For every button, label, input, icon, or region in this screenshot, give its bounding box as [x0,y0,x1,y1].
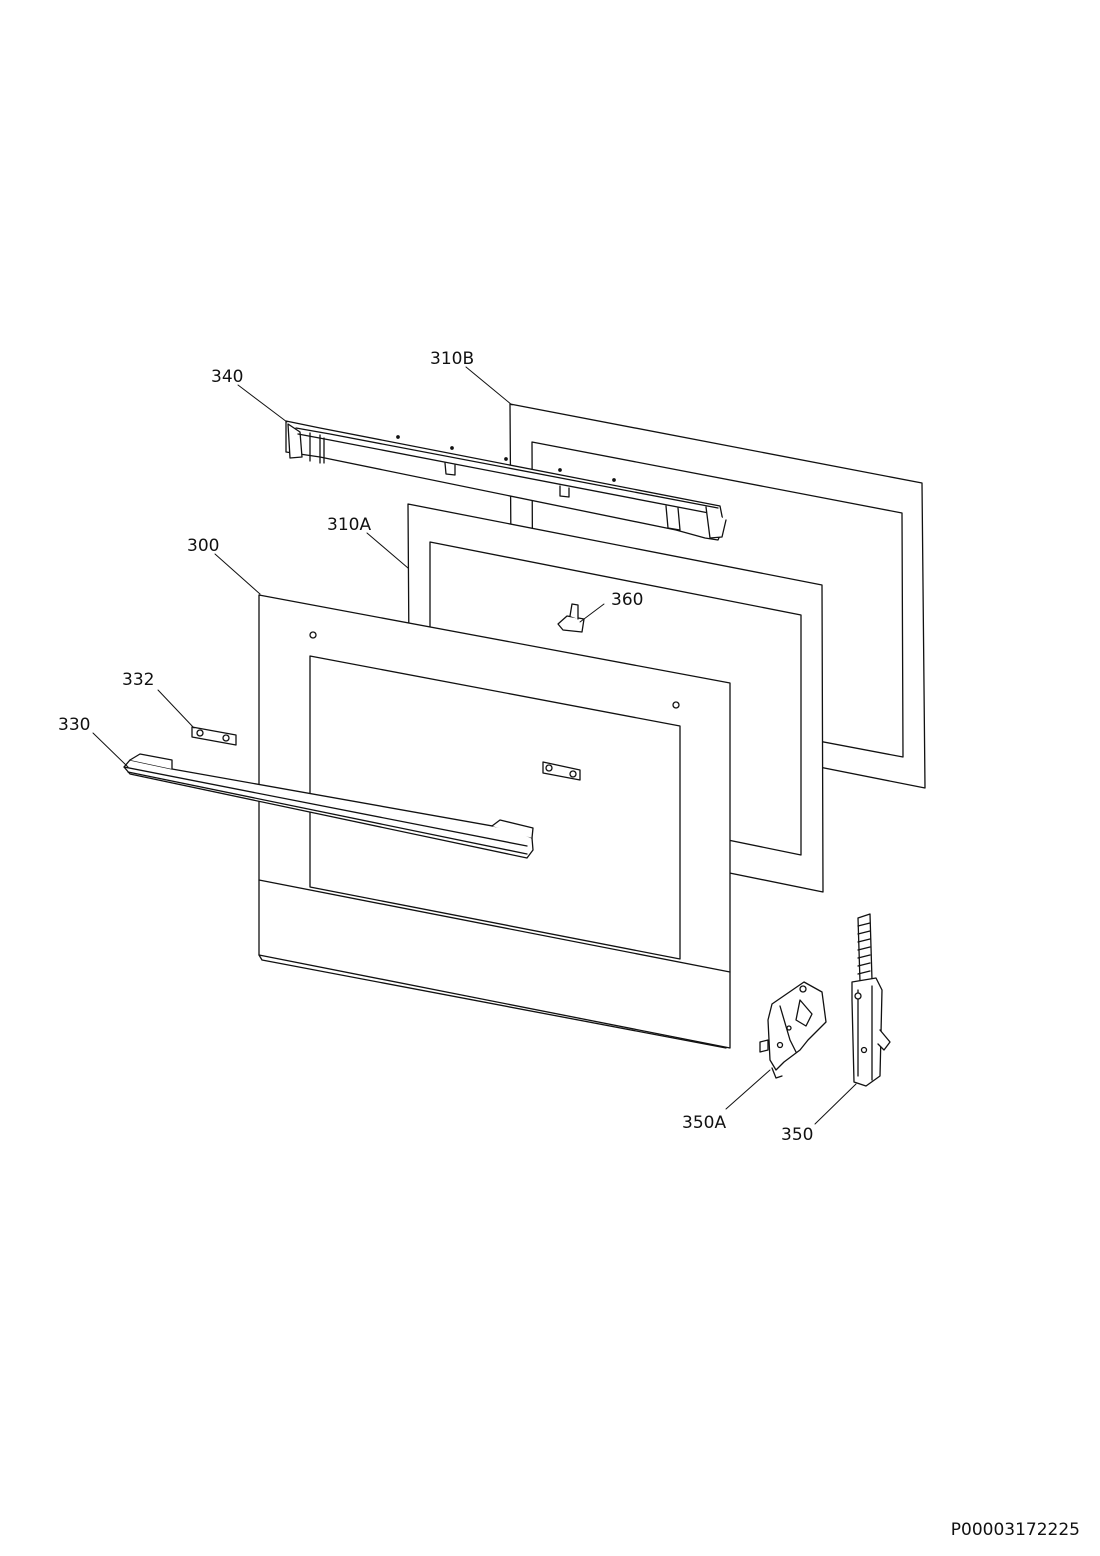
handle-330 [123,753,534,859]
label-360: 360 [611,590,643,610]
label-350: 350 [781,1125,813,1145]
leader-lines [92,366,857,1125]
leader-330 [92,732,129,768]
hinge-350a [759,981,827,1079]
leader-332 [157,689,195,729]
label-340: 340 [211,367,243,387]
handle-spacer-332 [191,726,237,746]
leader-340 [237,384,288,423]
document-id: P00003172225 [950,1520,1080,1540]
label-310b: 310B [430,349,474,369]
hinge-350 [851,913,891,1087]
leader-360 [579,603,605,623]
label-332: 332 [122,670,154,690]
label-350a: 350A [682,1113,726,1133]
top-profile-340 [285,420,727,541]
leader-310a [366,532,409,569]
glass-clip-360 [557,603,585,633]
label-330: 330 [58,715,90,735]
leader-300 [214,553,261,595]
leader-350a [725,1069,771,1110]
handle-spacer-on-panel [542,761,581,781]
label-310a: 310A [327,515,371,535]
label-300: 300 [187,536,219,556]
leader-350 [814,1083,857,1125]
leader-310b [465,366,513,406]
